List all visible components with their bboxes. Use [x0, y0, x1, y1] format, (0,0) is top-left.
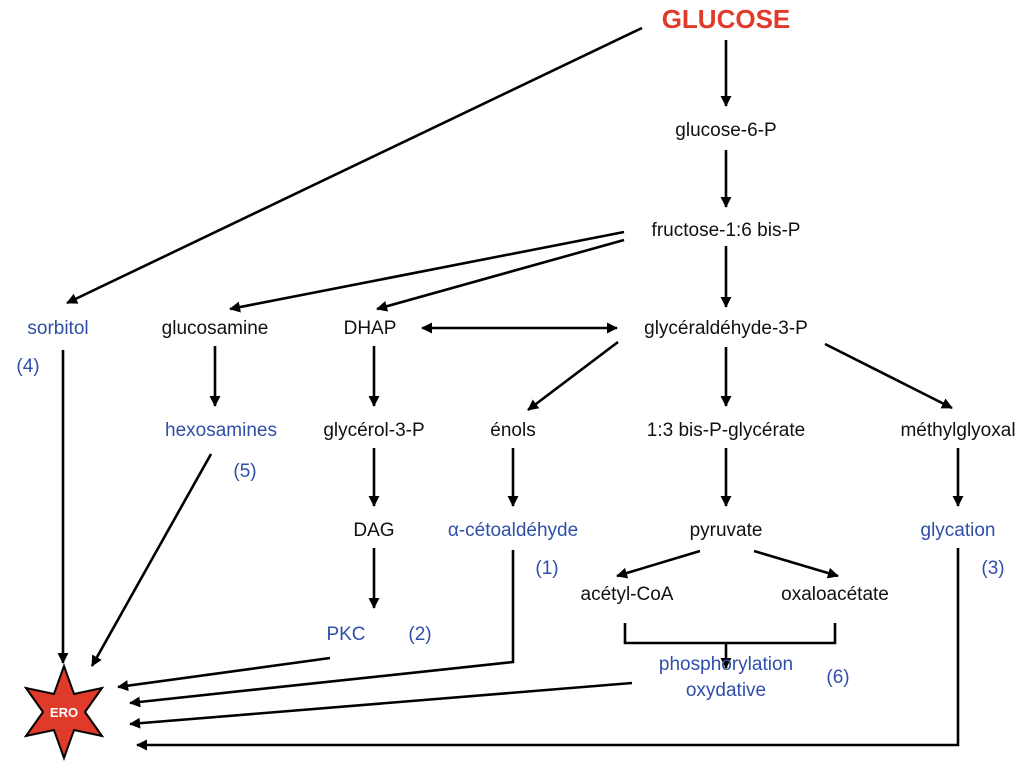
- node-pkc: PKC: [326, 624, 365, 645]
- pathway-label-2: (2): [408, 624, 431, 645]
- nodes: GLUCOSE glucose-6-P fructose-1:6 bis-P s…: [27, 4, 1015, 701]
- node-oxydative: oxydative: [686, 680, 766, 701]
- edge-hexosamines-to-ero: [90, 453, 213, 667]
- edge-pyruvate-to-acetylcoa: [616, 549, 701, 579]
- node-oxaloacetate: oxaloacétate: [781, 584, 889, 605]
- edge-cetoaldehyde-to-ero: [129, 550, 515, 708]
- edge-g3p-to-methylglyoxal: [824, 342, 953, 410]
- pathway-label-4: (4): [16, 356, 39, 377]
- ero-label: ERO: [50, 705, 78, 720]
- edge-krebs-to-phosphorylation: [623, 623, 837, 645]
- edge-g3p-to-enols: [527, 340, 619, 412]
- edge-fructose-to-dhap: [376, 238, 625, 312]
- pathway-label-6: (6): [826, 667, 849, 688]
- node-phosphorylation: phosphorylation: [659, 654, 793, 675]
- node-glucose: GLUCOSE: [662, 4, 791, 34]
- node-glycerol-3-p: glycérol-3-P: [323, 420, 424, 441]
- edge-fructose-to-glucosamine: [229, 230, 625, 313]
- node-glucose-6-p: glucose-6-P: [675, 120, 776, 141]
- node-alpha-cetoaldehyde: α-cétoaldéhyde: [448, 520, 578, 541]
- pathway-label-1: (1): [535, 558, 558, 579]
- pathway-numbers: (4) (5) (1) (3) (2) (6): [16, 356, 1004, 688]
- node-hexosamines: hexosamines: [165, 420, 277, 441]
- node-glucosamine: glucosamine: [162, 318, 269, 339]
- node-dag: DAG: [353, 520, 394, 541]
- node-acetyl-coa: acétyl-CoA: [581, 584, 674, 605]
- edge-phosphorylation-to-ero: [129, 681, 633, 729]
- node-dhap: DHAP: [344, 318, 397, 339]
- ero-star-shape: [23, 663, 105, 761]
- node-glycation: glycation: [921, 520, 996, 541]
- edge-glycation-to-ero: [136, 548, 960, 751]
- edge-glucose-to-sorbitol: [66, 26, 643, 305]
- node-pyruvate: pyruvate: [690, 520, 763, 541]
- node-methylglyoxal: méthylglyoxal: [900, 420, 1015, 441]
- node-fructose-bisp: fructose-1:6 bis-P: [652, 220, 801, 241]
- edge-pyruvate-to-oxaloacetate: [753, 549, 839, 579]
- pathway-label-3: (3): [981, 558, 1004, 579]
- edges: [57, 26, 964, 751]
- pathway-label-5: (5): [233, 461, 256, 482]
- node-bis-p-glycerate: 1:3 bis-P-glycérate: [647, 420, 805, 441]
- node-glyceraldehyde-3-p: glycéraldéhyde-3-P: [644, 318, 808, 339]
- node-sorbitol: sorbitol: [27, 318, 88, 339]
- edge-pkc-to-ero: [117, 656, 331, 692]
- ero-burst: ERO: [23, 663, 105, 761]
- node-enols: énols: [490, 420, 535, 441]
